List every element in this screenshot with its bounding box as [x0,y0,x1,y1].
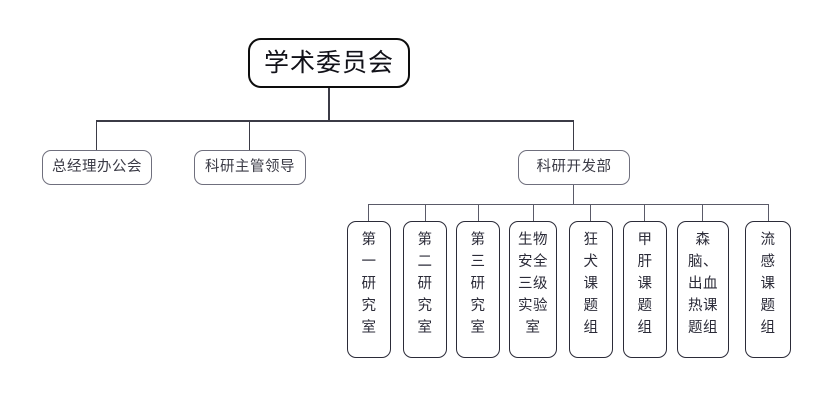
connector-leaf-drop-6 [644,204,646,222]
org-node-label: 科研主管领导 [205,158,295,175]
connector-leaf-drop-3 [478,204,480,222]
org-node-general-manager-office[interactable]: 总经理办公会 [42,150,152,185]
org-node-label: 甲 肝 课 题 组 [637,232,653,337]
connector-drop-1 [96,120,98,150]
connector-leaf-drop-7 [702,204,704,222]
connector-level1-bus [96,120,574,122]
org-node-root[interactable]: 学术委员会 [248,38,410,88]
org-node-label: 第 一 研 究 室 [361,232,377,337]
org-node-lab-1[interactable]: 第 一 研 究 室 [347,221,391,358]
org-node-label: 狂 犬 课 题 组 [583,232,599,337]
connector-leaf-drop-5 [590,204,592,222]
org-node-label: 第 二 研 究 室 [417,232,433,337]
connector-drop-2 [249,120,251,150]
org-node-label: 科研开发部 [536,158,612,175]
connector-root-stem [328,88,330,121]
org-node-encephalitis-hemorrhagic-fever-group[interactable]: 森 脑、 出血 热课 题组 [677,221,729,358]
connector-leaf-drop-4 [533,204,535,222]
connector-leaf-drop-2 [425,204,427,222]
org-node-label: 森 脑、 出血 热课 题组 [688,232,718,337]
org-node-label: 生物 安全 三级 实验 室 [518,232,548,337]
org-node-label: 第 三 研 究 室 [470,232,486,337]
org-node-root-label: 学术委员会 [263,48,394,78]
org-node-label: 总经理办公会 [52,158,142,175]
connector-dept-stem [573,185,575,205]
org-node-influenza-group[interactable]: 流 感 课 题 组 [745,221,791,358]
org-node-label: 流 感 课 题 组 [760,232,776,337]
connector-leaf-drop-1 [368,204,370,222]
org-node-lab-2[interactable]: 第 二 研 究 室 [403,221,447,358]
org-node-hepatitis-a-group[interactable]: 甲 肝 课 题 组 [623,221,667,358]
org-node-lab-3[interactable]: 第 三 研 究 室 [456,221,500,358]
connector-drop-3 [573,120,575,150]
org-node-research-leadership[interactable]: 科研主管领导 [194,150,306,185]
connector-level2-bus [368,204,769,206]
org-node-rd-department[interactable]: 科研开发部 [518,150,630,185]
org-node-rabies-group[interactable]: 狂 犬 课 题 组 [569,221,613,358]
connector-leaf-drop-8 [768,204,770,222]
org-node-biosafety-level3-lab[interactable]: 生物 安全 三级 实验 室 [509,221,557,358]
